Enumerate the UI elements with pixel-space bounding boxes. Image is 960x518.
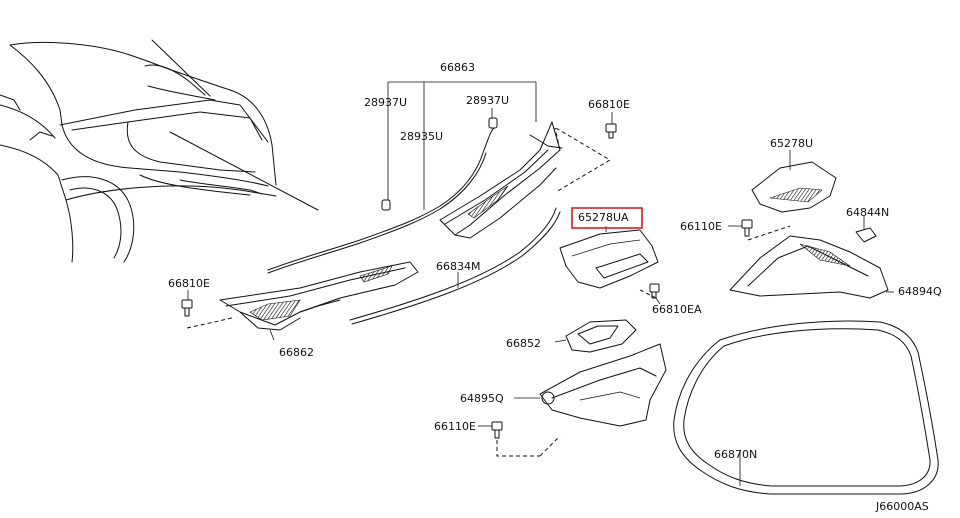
leader-lines bbox=[187, 81, 894, 486]
label-66862[interactable]: 66862 bbox=[279, 346, 314, 359]
part-66834M-seal[interactable] bbox=[349, 207, 561, 325]
label-66863[interactable]: 66863 bbox=[440, 61, 475, 74]
label-65278UA[interactable]: 65278UA bbox=[578, 211, 629, 224]
label-66870N[interactable]: 66870N bbox=[714, 448, 757, 461]
part-28935U-washer-tube[interactable] bbox=[267, 127, 495, 274]
part-65278U-cover[interactable] bbox=[751, 161, 837, 213]
fastener-66810EA[interactable] bbox=[649, 283, 660, 299]
fastener-66110E-bottom[interactable] bbox=[491, 421, 503, 439]
label-64895Q[interactable]: 64895Q bbox=[460, 392, 504, 405]
part-65278UA-cover[interactable] bbox=[559, 229, 659, 289]
car-body-illustration bbox=[0, 39, 319, 263]
part-66862-cowl-top-left[interactable] bbox=[219, 261, 419, 331]
fastener-66810E-top[interactable] bbox=[605, 123, 617, 139]
label-66810E-left[interactable]: 66810E bbox=[168, 277, 210, 290]
part-66852-bracket[interactable] bbox=[565, 319, 637, 353]
part-64894Q-bracket[interactable] bbox=[729, 235, 889, 299]
label-66110E-bottom[interactable]: 66110E bbox=[434, 420, 476, 433]
label-28937U-right[interactable]: 28937U bbox=[466, 94, 509, 107]
label-28937U-left[interactable]: 28937U bbox=[364, 96, 407, 109]
diagram-code: J66000AS bbox=[875, 500, 929, 513]
label-64844N[interactable]: 64844N bbox=[846, 206, 889, 219]
label-65278UA-highlight-box bbox=[571, 207, 643, 229]
label-64894Q[interactable]: 64894Q bbox=[898, 285, 942, 298]
part-64895Q-bracket[interactable] bbox=[539, 343, 667, 427]
part-66863-cowl-top-right[interactable] bbox=[439, 121, 563, 239]
label-66852[interactable]: 66852 bbox=[506, 337, 541, 350]
assembly-lines bbox=[186, 127, 791, 457]
label-65278U[interactable]: 65278U bbox=[770, 137, 813, 150]
label-66810E-top[interactable]: 66810E bbox=[588, 98, 630, 111]
fastener-66810E-left[interactable] bbox=[181, 299, 193, 317]
label-66110E-top[interactable]: 66110E bbox=[680, 220, 722, 233]
part-64844N-clip[interactable] bbox=[855, 227, 877, 243]
part-28937U-washer-nozzle[interactable] bbox=[381, 117, 498, 211]
label-28935U[interactable]: 28935U bbox=[400, 130, 443, 143]
label-66834M[interactable]: 66834M bbox=[436, 260, 480, 273]
part-66870N-weatherstrip[interactable] bbox=[673, 320, 939, 495]
label-66810EA[interactable]: 66810EA bbox=[652, 303, 702, 316]
part-labels: 66863 28937U 28937U 28935U 66810E 65278U… bbox=[168, 61, 942, 513]
fastener-66110E-top[interactable] bbox=[741, 219, 753, 237]
